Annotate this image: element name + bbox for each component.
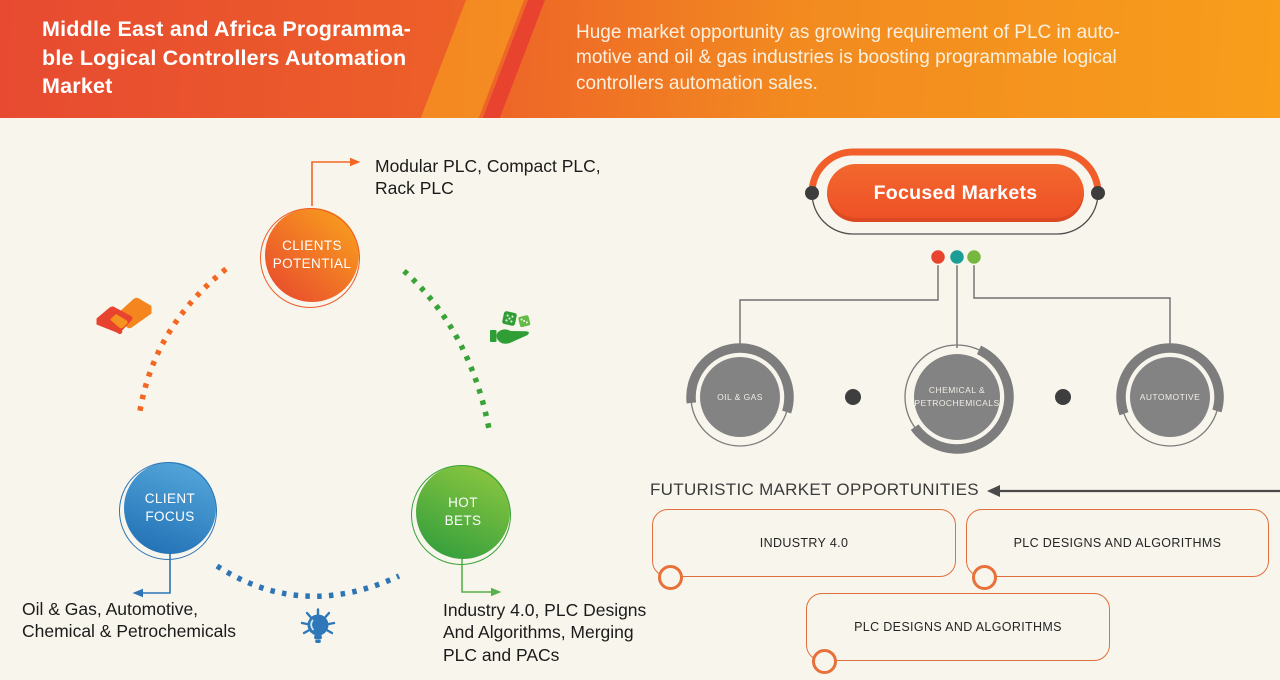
corner-circle-icon	[812, 649, 837, 674]
client-focus-bubble: CLIENT FOCUS	[124, 462, 216, 554]
green-dot	[965, 248, 983, 266]
connector-clients-potential	[311, 157, 361, 206]
market-label-automotive: AUTOMOTIVE	[1139, 392, 1201, 402]
market-tree-lines	[739, 264, 1171, 348]
hot-bets-bubble: HOT BETS	[416, 465, 510, 559]
outline-end-dot	[805, 186, 819, 200]
hot-bets-label: HOT BETS	[444, 494, 482, 528]
client-focus-label: CLIENT FOCUS	[144, 490, 196, 524]
dotted-arc-green	[402, 268, 492, 430]
red-dot	[929, 248, 947, 266]
spacer-dot	[1055, 389, 1071, 405]
outline-end-dot	[1091, 186, 1105, 200]
opportunity-box-plc-designs-1: PLC DESIGNS AND ALGORITHMS	[966, 509, 1269, 590]
opportunities-heading: FUTURISTIC MARKET OPPORTUNITIES	[650, 480, 979, 499]
clients-potential-bubble: CLIENTS POTENTIAL	[265, 208, 359, 302]
dotted-arc-orange	[136, 266, 228, 418]
page-subtitle-line: Huge market opportunity as growing requi…	[576, 22, 1120, 43]
clients-potential-label: CLIENTS POTENTIAL	[272, 237, 352, 271]
lightbulb-icon	[300, 608, 336, 643]
page-title-line: Middle East and Africa Programma-	[42, 17, 412, 41]
market-label-chemical: CHEMICAL & PETROCHEMICALS	[914, 385, 1000, 408]
corner-circle-icon	[972, 565, 997, 590]
dice-hand-icon	[490, 311, 531, 344]
corner-circle-icon	[658, 565, 683, 590]
tree-colored-dots	[929, 248, 983, 266]
opportunity-box-label: INDUSTRY 4.0	[759, 536, 849, 550]
opportunity-box-label: PLC DESIGNS AND ALGORITHMS	[1013, 536, 1222, 550]
handshake-icon	[96, 297, 152, 335]
arrow-left-icon	[987, 485, 1280, 497]
page-subtitle-line: motive and oil & gas industries is boost…	[576, 47, 1117, 69]
opportunity-box-industry-40: INDUSTRY 4.0	[652, 509, 956, 590]
page-title-line: ble Logical Controllers Automation	[42, 45, 407, 70]
teal-dot	[948, 248, 966, 266]
clients-potential-annotation: Modular PLC, Compact PLC, Rack PLC	[375, 156, 601, 199]
opportunity-box-label: PLC DESIGNS AND ALGORITHMS	[854, 620, 1062, 634]
dotted-arc-blue	[215, 563, 401, 599]
opportunity-box-plc-designs-2: PLC DESIGNS AND ALGORITHMS	[806, 593, 1110, 674]
page-subtitle: Huge market opportunity as growing requi…	[576, 20, 1120, 96]
hot-bets-annotation: Industry 4.0, PLC Designs And Algorithms…	[443, 600, 647, 665]
page-title-line: Market	[42, 74, 113, 99]
page-subtitle-line: controllers automation sales.	[576, 72, 818, 94]
client-focus-annotation: Oil & Gas, Automotive, Chemical & Petroc…	[22, 599, 236, 642]
spacer-dot	[845, 389, 861, 405]
market-label-oil-gas: OIL & GAS	[717, 392, 763, 402]
page-title: Middle East and Africa Programma- ble Lo…	[42, 15, 411, 101]
focused-markets-pill: Focused Markets	[827, 164, 1084, 222]
header-banner: Middle East and Africa Programma- ble Lo…	[0, 0, 1280, 118]
